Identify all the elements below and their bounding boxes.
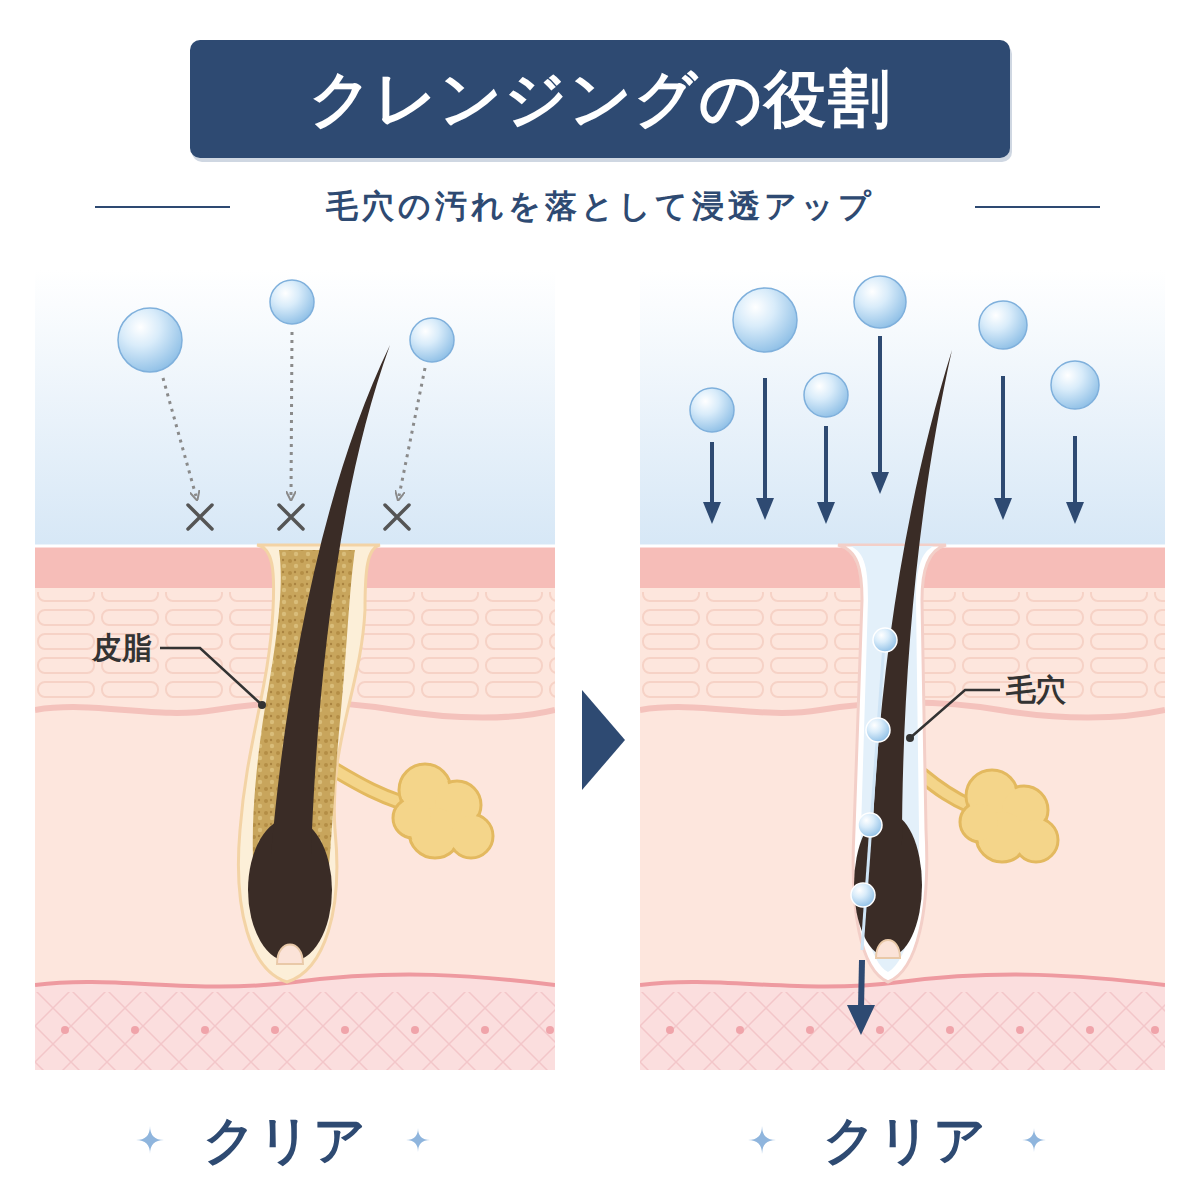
skin-before-part — [188, 505, 409, 529]
leader-dots-part — [258, 701, 266, 709]
skin-after-part — [666, 1026, 1159, 1034]
skin-after-part — [640, 992, 1165, 1070]
skin-before-part-part — [271, 1026, 279, 1034]
skin-after-part-part — [1151, 1026, 1159, 1034]
skin-before-part — [61, 1026, 554, 1034]
skin-before-part — [335, 770, 400, 802]
skin-after-part-part — [763, 378, 767, 502]
subtitle-rules-part — [975, 206, 1100, 208]
skin-before-part — [35, 992, 555, 1070]
skin-after-part-part — [1051, 361, 1099, 409]
skin-before-part — [335, 770, 400, 802]
sparkles-part — [406, 1128, 430, 1152]
sparkles-part — [136, 1126, 164, 1154]
skin-before-part — [118, 308, 182, 372]
skin-before-part-part — [451, 816, 491, 856]
skin-before-part-part — [395, 800, 431, 836]
skin-before-part — [271, 345, 390, 855]
skin-after-part-part — [866, 718, 890, 742]
skin-after-part-part — [666, 1026, 674, 1034]
skin-after-part-part — [962, 804, 998, 840]
skin-before-part-part — [385, 505, 409, 529]
skin-before-part — [270, 280, 314, 324]
title-banner — [190, 40, 1012, 162]
skin-after-part — [876, 940, 900, 958]
skin-after-part-part — [733, 288, 797, 352]
leader-lines-part — [160, 648, 262, 705]
skin-after-part — [847, 1005, 875, 1035]
skin-before — [35, 270, 555, 1070]
skin-after-part-part — [873, 628, 897, 652]
skin-before-part-part — [201, 1026, 209, 1034]
skin-before-part-part — [279, 505, 303, 529]
part-label: 皮脂 — [50, 626, 152, 670]
skin-after-part — [922, 775, 970, 806]
skin-after-part-part — [1073, 436, 1077, 506]
result-label: クリア — [170, 1106, 400, 1176]
sparkles-part — [748, 1126, 776, 1154]
subtitle-text: 毛穴の汚れを落として浸透アップ — [235, 180, 965, 234]
skin-before-part-part — [411, 1026, 419, 1034]
skin-before-part — [163, 332, 425, 496]
title-banner-part — [190, 40, 1010, 158]
skin-before-part — [393, 764, 493, 858]
skin-after-part-part — [1016, 1026, 1024, 1034]
skin-before-part-part — [399, 368, 425, 496]
skin-after-part-part — [804, 373, 848, 417]
transition-arrow — [582, 690, 625, 790]
skin-after-part-part — [979, 301, 1027, 349]
skin-after-part-part — [858, 813, 882, 837]
skin-before-part-part — [188, 505, 212, 529]
skin-before-part — [277, 945, 303, 965]
skin-before-part — [410, 318, 454, 362]
skin-before-part — [35, 270, 555, 550]
skin-after-part — [640, 975, 1165, 987]
leader-lines — [160, 648, 1000, 738]
skin-after-part-part — [710, 442, 714, 506]
skin-after-part-part — [1001, 376, 1005, 502]
skin-after-part — [960, 770, 1058, 862]
skin-before-part — [395, 766, 491, 856]
sparkles-part — [1022, 1128, 1046, 1152]
skin-before-part-part — [291, 332, 292, 496]
skin-after-part-part — [1016, 820, 1056, 860]
skin-after-part-part — [806, 1026, 814, 1034]
skin-after-part-part — [824, 426, 828, 506]
skin-after-part — [640, 270, 1165, 550]
skin-after-part-part — [690, 388, 734, 432]
leader-dots-part — [906, 734, 914, 742]
skin-after — [640, 270, 1165, 1070]
skin-before-part-part — [61, 1026, 69, 1034]
skin-after-part — [851, 628, 897, 907]
skin-after-part — [690, 276, 1099, 432]
skin-after-part — [962, 772, 1056, 860]
skin-after-part-part — [876, 1026, 884, 1034]
part-label: 毛穴 — [1006, 668, 1126, 712]
skin-before-part-part — [481, 1026, 489, 1034]
skin-after-part — [872, 350, 952, 845]
skin-before-part — [35, 975, 555, 1070]
skin-after-part — [640, 975, 1165, 1070]
leader-dots — [258, 701, 914, 742]
skin-after-part — [922, 775, 970, 806]
skin-before-part-part — [163, 378, 196, 496]
skin-after-part-part — [854, 276, 906, 328]
leader-lines-part — [910, 690, 1000, 738]
skin-after-part-part — [851, 883, 875, 907]
skin-after-part-part — [1086, 1026, 1094, 1034]
skin-before-part-part — [131, 1026, 139, 1034]
skin-after-part-part — [946, 1026, 954, 1034]
skin-after-part-part — [736, 1026, 744, 1034]
skin-before-part-part — [341, 1026, 349, 1034]
result-label: クリア — [785, 1106, 1025, 1176]
skin-after-part-part — [878, 336, 882, 476]
subtitle-rules-part — [95, 206, 230, 208]
title-text: クレンジングの役割 — [190, 40, 1010, 158]
skin-after-part — [712, 336, 1075, 506]
skin-after-part — [861, 960, 862, 1008]
skin-before-part-part — [546, 1026, 554, 1034]
